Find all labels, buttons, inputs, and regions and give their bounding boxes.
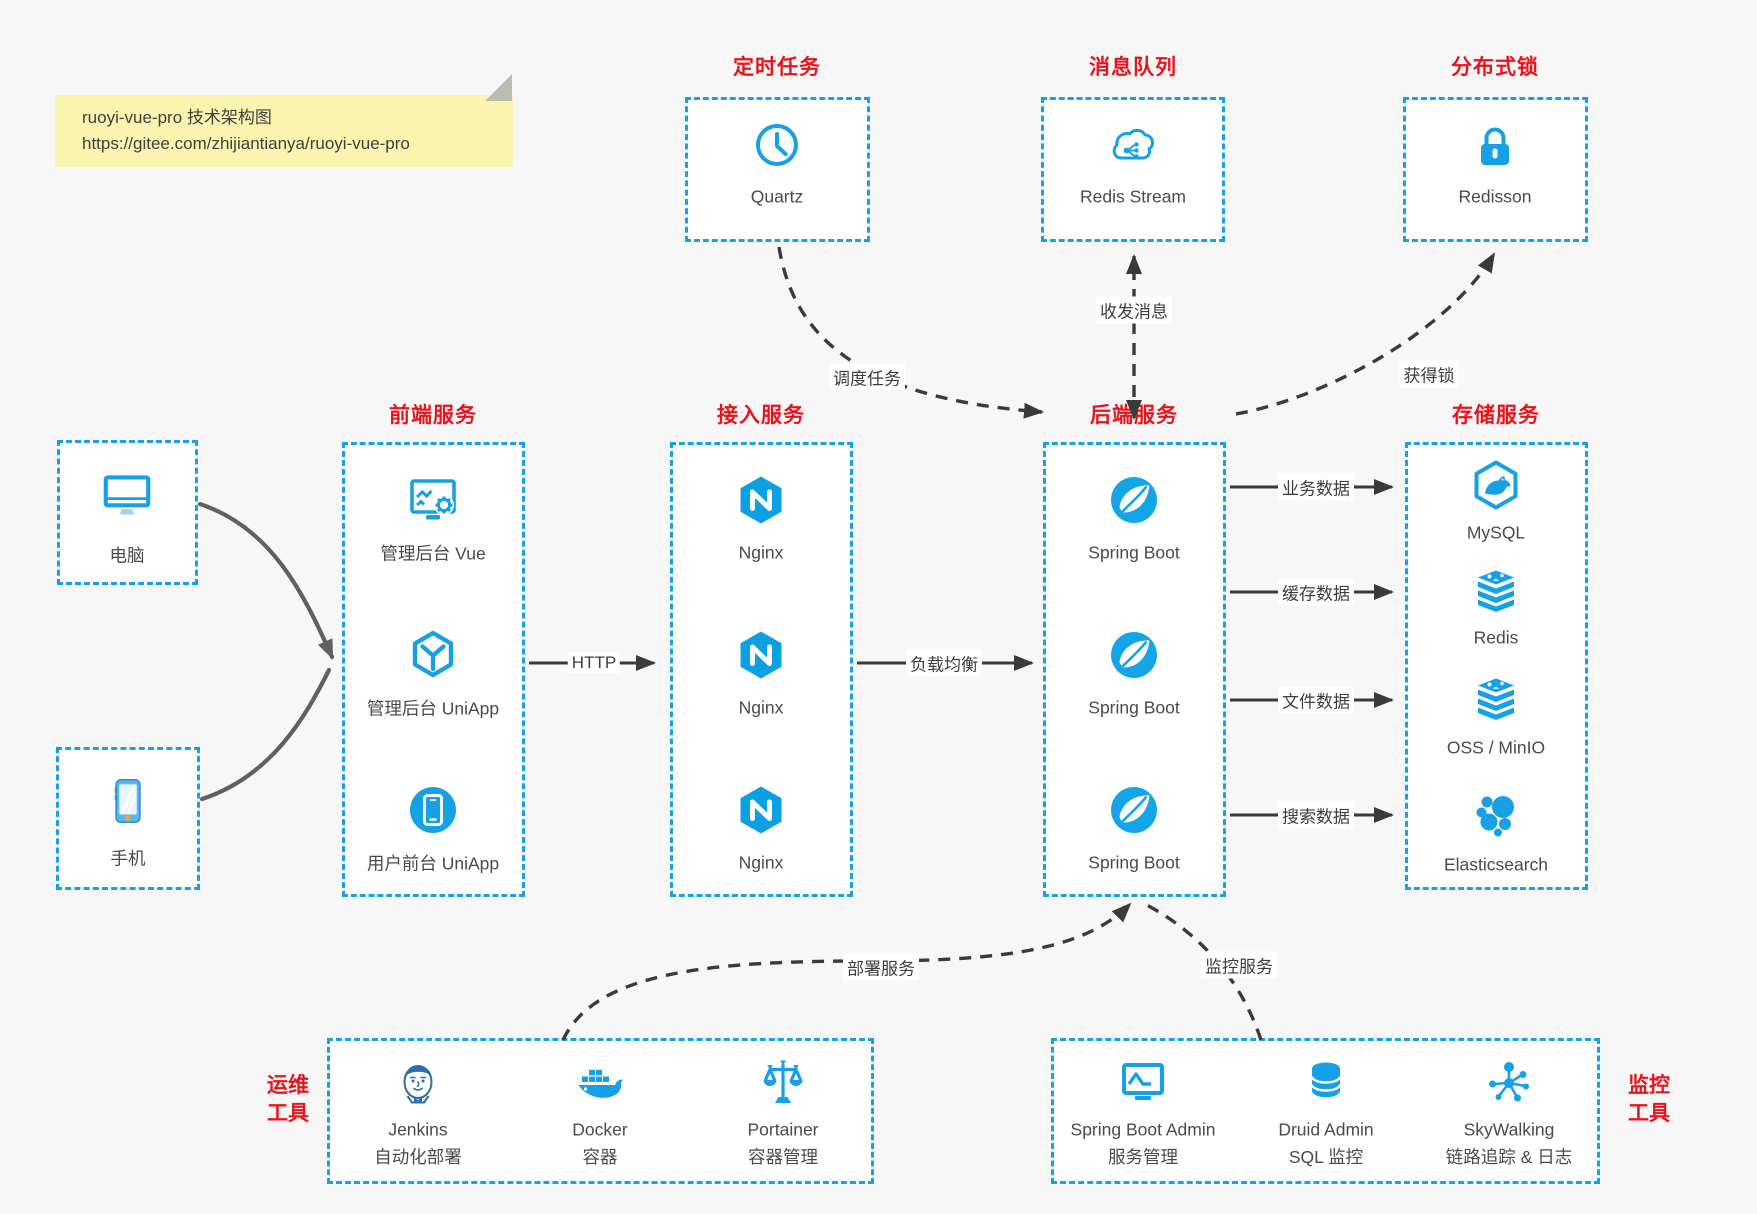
device-label-pc: 电脑 [109,545,145,566]
edge-label-cache-data: 缓存数据 [1278,578,1354,606]
node-label-admin-uniapp: 管理后台 UniApp [366,698,500,719]
node-label-spring-boot-admin: Spring Boot Admin [1070,1119,1216,1140]
node-label-portainer: Portainer [747,1119,819,1140]
docker-icon [572,1055,628,1111]
node-sublabel-skywalking: 链路追踪 & 日志 [1445,1147,1573,1167]
node-label-springboot-2: Spring Boot [1088,697,1180,718]
spring-boot-icon [1106,627,1162,683]
skywalking-icon [1481,1055,1537,1111]
desktop-icon [98,466,156,524]
node-sublabel-docker: 容器 [582,1147,618,1167]
node-sublabel-portainer: 容器管理 [748,1147,818,1167]
node-label-docker: Docker [572,1119,628,1140]
note-url: https://gitee.com/zhijiantianya/ruoyi-vu… [82,134,410,153]
edge-label-deploy: 部署服务 [843,953,919,981]
group-box-scheduled-task [685,97,870,242]
node-label-redisson: Redisson [1458,186,1532,207]
node-label-jenkins: Jenkins [388,1119,448,1140]
mysql-icon [1468,457,1524,513]
spring-boot-icon [1106,782,1162,838]
group-title-message-queue: 消息队列 [1089,56,1177,79]
elasticsearch-icon [1468,787,1524,843]
edge-get-lock [1235,252,1496,416]
node-label-springboot-1: Spring Boot [1088,542,1180,563]
spring-boot-admin-icon [1115,1055,1171,1111]
nginx-icon [733,472,789,528]
sticky-note: ruoyi-vue-pro 技术架构图 https://gitee.com/zh… [55,74,513,167]
edge-label-http: HTTP [567,652,621,674]
portainer-icon [755,1055,811,1111]
uniapp-phone-icon [405,782,461,838]
group-title-gateway: 接入服务 [717,404,805,427]
node-label-mysql: MySQL [1466,522,1526,543]
node-label-springboot-3: Spring Boot [1088,852,1180,873]
node-label-redis-stream: Redis Stream [1079,186,1187,207]
message-cloud-icon [1105,118,1161,174]
spring-boot-icon [1106,472,1162,528]
group-title-monitor-tools: 监控 工具 [1628,1074,1670,1125]
clock-icon [749,118,805,174]
edge-label-get-lock: 获得锁 [1399,360,1459,388]
node-label-nginx-2: Nginx [738,697,784,718]
node-sublabel-druid-admin: SQL 监控 [1288,1147,1364,1167]
node-label-oss-minio: OSS / MinIO [1446,737,1546,758]
group-title-distributed-lock: 分布式锁 [1451,56,1539,79]
group-box-message-queue [1041,97,1225,242]
redis-icon [1468,564,1524,620]
edge-label-search-data: 搜索数据 [1278,801,1354,829]
edge-label-schedule: 调度任务 [829,363,905,391]
node-label-druid-admin: Druid Admin [1278,1119,1374,1140]
nginx-icon [733,627,789,683]
node-label-nginx-1: Nginx [738,542,784,563]
note-title: ruoyi-vue-pro 技术架构图 [82,108,272,127]
edge-label-message: 收发消息 [1096,296,1172,324]
node-label-skywalking: SkyWalking [1463,1119,1555,1140]
lock-icon [1467,118,1523,174]
group-title-frontend: 前端服务 [389,404,477,427]
node-sublabel-jenkins: 自动化部署 [374,1147,462,1167]
group-title-scheduled-task: 定时任务 [733,56,821,79]
node-label-redis: Redis [1473,627,1519,648]
admin-vue-icon [405,472,461,528]
group-title-ops-tools: 运维 工具 [267,1074,309,1125]
group-title-backend: 后端服务 [1090,404,1178,427]
nginx-icon [733,782,789,838]
node-label-quartz: Quartz [750,186,804,207]
edge-phone-to-frontend [199,667,332,802]
edge-label-biz-data: 业务数据 [1278,473,1354,501]
note-fold-corner [485,74,512,101]
group-title-storage: 存储服务 [1452,404,1540,427]
group-box-distributed-lock [1403,97,1588,242]
uniapp-cube-icon [405,627,461,683]
device-label-phone: 手机 [110,848,146,869]
oss-minio-icon [1468,672,1524,728]
edge-label-load-balance: 负载均衡 [906,649,982,677]
edge-schedule-task [777,246,1044,419]
node-sublabel-spring-boot-admin: 服务管理 [1108,1147,1178,1167]
smartphone-icon [99,772,157,830]
jenkins-icon [390,1055,446,1111]
druid-icon [1298,1055,1354,1111]
node-label-elasticsearch: Elasticsearch [1443,854,1549,875]
edge-pc-to-frontend [197,501,335,660]
edge-label-monitor: 监控服务 [1201,951,1277,979]
node-label-nginx-3: Nginx [738,852,784,873]
edge-label-file-data: 文件数据 [1278,686,1354,714]
node-label-admin-vue: 管理后台 Vue [380,543,486,564]
node-label-user-uniapp: 用户前台 UniApp [366,853,500,874]
